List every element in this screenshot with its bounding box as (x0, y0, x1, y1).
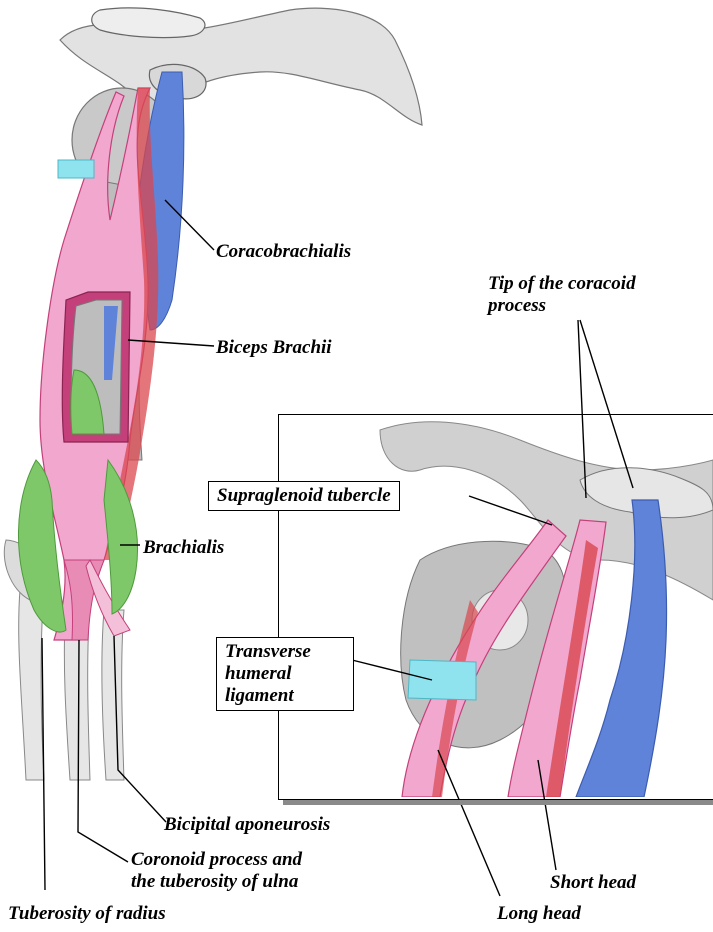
label-transverse-line1: Transverse (225, 641, 345, 663)
inset-frame (278, 414, 713, 800)
label-bicipital-aponeurosis: Bicipital aponeurosis (164, 814, 330, 836)
label-biceps-brachii: Biceps Brachii (216, 337, 332, 359)
label-transverse-line3: ligament (225, 685, 345, 707)
label-coronoid-line2: the tuberosity of ulna (131, 871, 302, 893)
biceps-window (62, 292, 130, 442)
label-coronoid: Coronoid process and the tuberosity of u… (131, 849, 302, 893)
transverse-ligament-marker (58, 160, 94, 178)
label-brachialis: Brachialis (143, 537, 224, 559)
label-long-head: Long head (497, 903, 581, 925)
label-short-head: Short head (550, 872, 636, 894)
label-tuberosity-radius: Tuberosity of radius (8, 903, 166, 925)
label-supraglenoid: Supraglenoid tubercle (217, 485, 391, 506)
label-tip-coracoid: Tip of the coracoid process (488, 273, 636, 317)
label-coracobrachialis: Coracobrachialis (216, 241, 351, 263)
label-tip-coracoid-line1: Tip of the coracoid (488, 273, 636, 295)
label-transverse-box: Transverse humeral ligament (216, 637, 354, 711)
label-coronoid-line1: Coronoid process and (131, 849, 302, 871)
forearm-bones (4, 540, 124, 780)
label-transverse-line2: humeral (225, 663, 345, 685)
label-tip-coracoid-line2: process (488, 295, 636, 317)
label-supraglenoid-box: Supraglenoid tubercle (208, 481, 400, 511)
